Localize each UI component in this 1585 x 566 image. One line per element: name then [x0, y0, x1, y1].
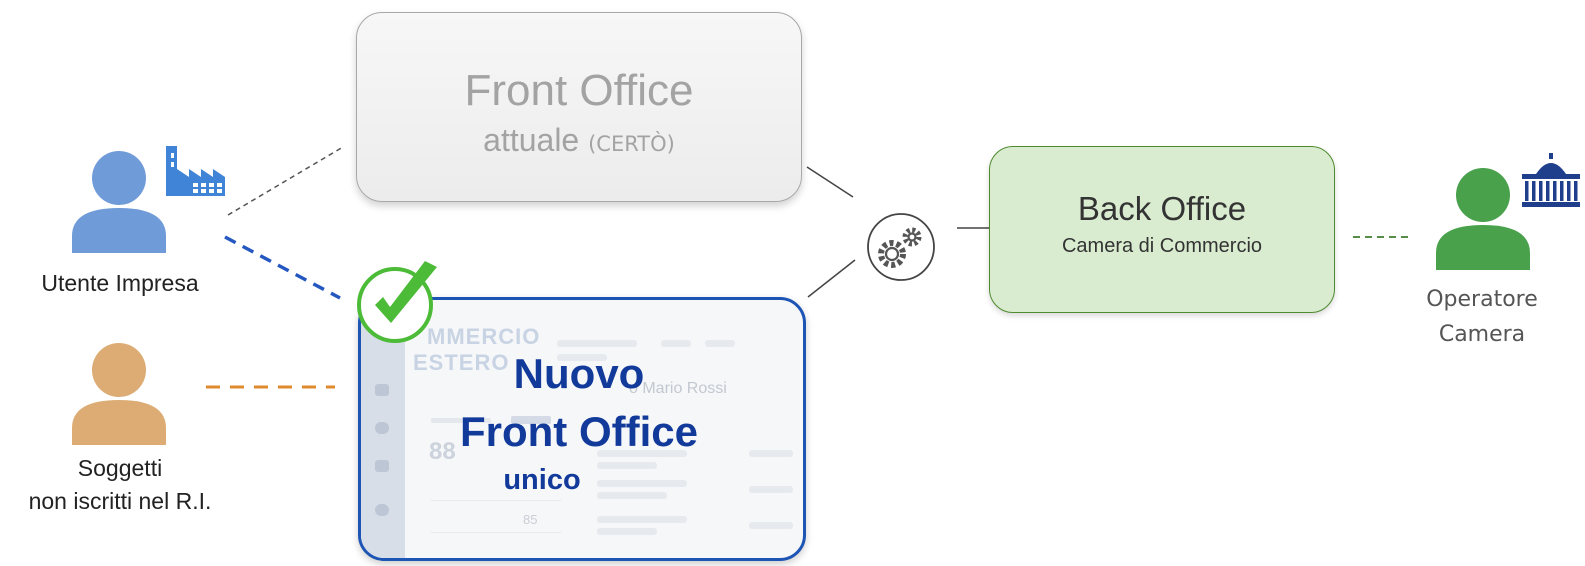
- mockup-value: 85: [523, 512, 538, 527]
- factory-icon: [166, 146, 225, 196]
- soggetti-label-line2: non iscritti nel R.I.: [28, 488, 212, 514]
- institution-icon: [1522, 153, 1580, 207]
- new-fo-gear-connector: [807, 259, 856, 298]
- soggetti-person-icon: [72, 343, 166, 445]
- mockup-tab: [511, 416, 551, 424]
- impresa-label: Utente Impresa: [41, 270, 199, 296]
- old-front-office-box: [356, 12, 802, 202]
- mockup-list-text: [597, 516, 687, 523]
- mockup-sidebar: [361, 300, 405, 558]
- mockup-list-date: [749, 486, 793, 493]
- checkmark-icon: [357, 261, 437, 343]
- new-front-office-box: MMERCIO ESTERO o Mario Rossi 88 85: [358, 297, 806, 561]
- mockup-header-text: [557, 354, 607, 361]
- operatore-label-line2: Camera: [1438, 322, 1526, 347]
- mockup-greeting: o Mario Rossi: [629, 380, 727, 397]
- mockup-header-text: [705, 340, 735, 347]
- impresa-new-fo-connector: [224, 235, 341, 300]
- mockup-list-text: [597, 462, 657, 469]
- mockup-number: 88: [429, 438, 456, 465]
- new-front-office-title-line2: Front Office: [460, 408, 698, 455]
- back-office-title: Back Office: [1077, 190, 1247, 227]
- mockup-label: [431, 418, 491, 423]
- old-fo-gear-connector: [806, 166, 854, 198]
- new-front-office-subtitle: unico: [503, 464, 581, 496]
- old-front-office-subtitle-main: attuale: [483, 122, 580, 158]
- impresa-old-fo-connector: [227, 146, 344, 216]
- mockup-list-date: [749, 450, 793, 457]
- operatore-person-icon: [1436, 168, 1530, 270]
- mockup-home-icon: [375, 384, 389, 396]
- mockup-add-icon: [375, 422, 389, 434]
- old-front-office-subtitle: attuale (CERTÒ): [356, 122, 802, 159]
- mockup-list-text: [597, 492, 667, 499]
- impresa-person-icon: [72, 151, 166, 253]
- mockup-chat-icon: [375, 504, 389, 516]
- mockup-header-text: [557, 340, 637, 347]
- mockup-row: [431, 510, 561, 533]
- mockup-logo-line2: ESTERO: [413, 350, 510, 375]
- mockup-logo-line1: MMERCIO: [427, 324, 541, 349]
- operatore-label-line1: Operatore: [1426, 287, 1538, 312]
- soggetti-label-line1: Soggetti: [77, 455, 163, 481]
- mockup-list-text: [597, 480, 687, 487]
- mockup-row: [431, 478, 561, 501]
- back-office-subtitle: Camera di Commercio: [1061, 235, 1263, 257]
- old-front-office-subtitle-note: (CERTÒ): [588, 132, 675, 156]
- mockup-list-text: [597, 528, 657, 535]
- back-office-box: [989, 146, 1335, 313]
- gears-icon: [867, 213, 935, 281]
- mockup-list-date: [749, 522, 793, 529]
- mockup-list-text: [597, 450, 687, 457]
- mockup-docs-icon: [375, 460, 389, 472]
- old-front-office-title: Front Office: [464, 66, 694, 115]
- new-front-office-title-line1: Nuovo: [513, 350, 645, 397]
- mockup-header-text: [661, 340, 691, 347]
